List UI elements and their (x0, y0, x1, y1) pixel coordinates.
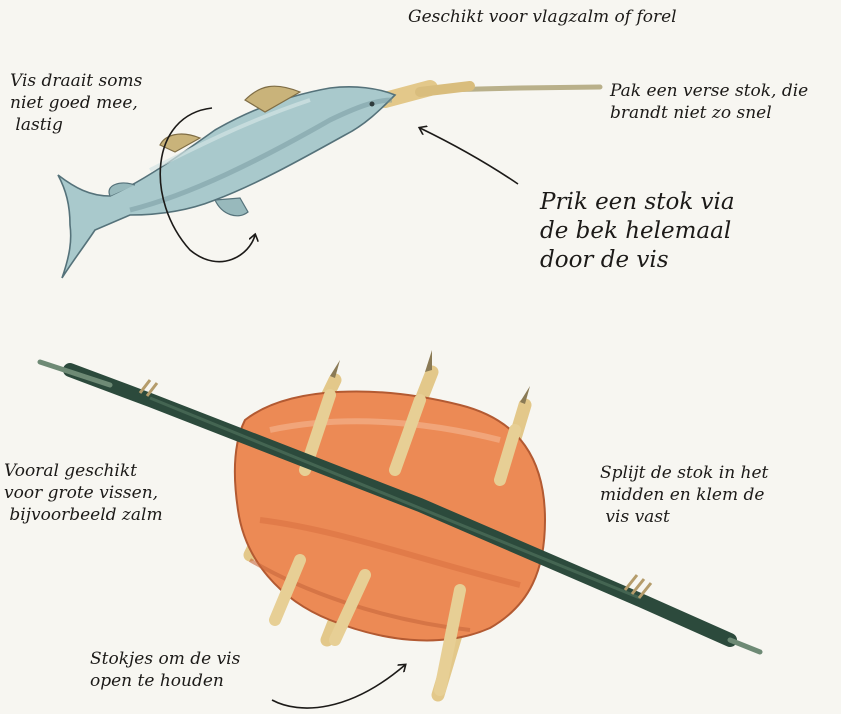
note-pierce-stick: Prik een stok via de bek helemaal door d… (540, 188, 735, 275)
note-large-fish: Vooral geschikt voor grote vissen, bijvo… (4, 460, 163, 526)
note-sticks-open: Stokjes om de vis open te houden (90, 648, 240, 692)
note-fish-rotation: Vis draait soms niet goed mee, lastig (10, 70, 142, 136)
note-fresh-stick: Pak een verse stok, die brandt niet zo s… (610, 80, 808, 124)
note-split-stick: Splijt de stok in het midden en klem de … (600, 462, 768, 528)
title: Geschikt voor vlagzalm of forel (408, 6, 677, 28)
